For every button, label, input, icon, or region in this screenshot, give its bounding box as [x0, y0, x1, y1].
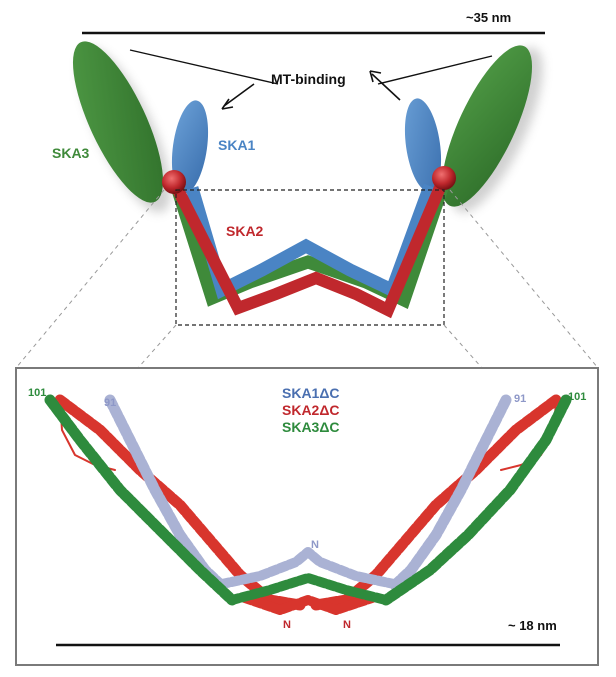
- ska3-zigzag: [171, 185, 449, 309]
- ska1-central: [217, 547, 399, 589]
- legend-ska3: SKA3ΔC: [282, 419, 340, 435]
- cartoon-model: MT-binding SKA3 SKA1 SKA2: [52, 41, 543, 319]
- ska2-right-ball: [432, 166, 456, 190]
- ska3-right-domain: [441, 45, 533, 207]
- ska3-cartoon-label: SKA3: [52, 145, 90, 161]
- ska3-helix-left: [44, 394, 238, 606]
- ska1-right-domain: [404, 98, 442, 192]
- top-scale-label: ~35 nm: [466, 10, 511, 25]
- legend-ska2: SKA2ΔC: [282, 402, 340, 418]
- residue-ska1-right: 91: [514, 393, 526, 405]
- residue-ska1-left: 91: [104, 397, 116, 409]
- zoom-guide-lines: [15, 189, 599, 666]
- bottom-scale-label: ~ 18 nm: [508, 618, 557, 633]
- residue-ska3-right: 101: [568, 391, 586, 403]
- ska1-left-domain: [171, 100, 209, 194]
- ska1-cartoon-label: SKA1: [218, 137, 256, 153]
- mt-arrow-left: [223, 83, 255, 107]
- residue-ska2-n-right: N: [343, 619, 351, 631]
- ska3-central: [227, 573, 391, 605]
- residue-ska3-left: 101: [28, 387, 46, 399]
- structure-ribbons: [44, 394, 572, 615]
- mt-binding-label: MT-binding: [271, 71, 346, 87]
- ska3-left-domain: [72, 41, 164, 203]
- ska1-helix-right: [388, 394, 512, 592]
- residue-ska2-n-left: N: [283, 619, 291, 631]
- mt-arrow-right: [371, 73, 401, 101]
- ska2-cartoon-label: SKA2: [226, 223, 264, 239]
- ska3-helix-right: [380, 394, 572, 606]
- mt-line-right: [377, 55, 493, 85]
- mt-line-left: [129, 49, 279, 85]
- ska2-zigzag: [168, 175, 450, 319]
- ska2-central: [240, 593, 377, 615]
- ska2-left-ball: [162, 170, 186, 194]
- zoom-region-box: [175, 189, 445, 326]
- legend-ska1: SKA1ΔC: [282, 385, 340, 401]
- residue-ska1-n: N: [311, 539, 319, 551]
